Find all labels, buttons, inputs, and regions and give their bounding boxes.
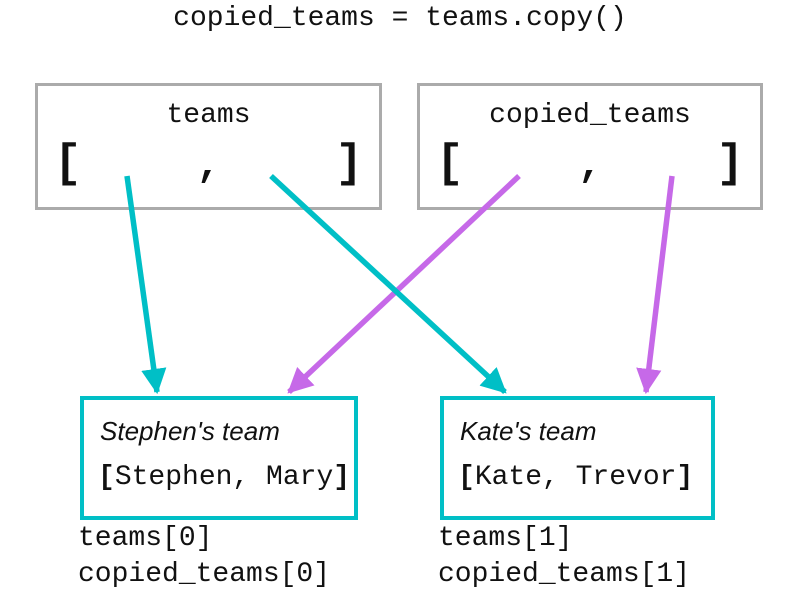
copied-teams-variable-box: copied_teams [ , ]: [417, 83, 763, 210]
copied-teams-variable-label: copied_teams: [489, 100, 691, 131]
ref-label-copied-teams-0: copied_teams[0]: [78, 559, 331, 590]
team-members: Kate, Trevor: [474, 462, 677, 493]
close-bracket: ]: [716, 138, 744, 190]
close-bracket: ]: [333, 462, 351, 493]
close-bracket: ]: [335, 138, 363, 190]
teams-list-brackets: [ , ]: [38, 138, 379, 193]
stephens-team-name: Stephen's team: [100, 416, 280, 446]
kates-team-list: [Kate, Trevor]: [444, 460, 711, 496]
open-bracket: [: [54, 138, 82, 190]
kates-team-name: Kate's team: [460, 416, 597, 446]
stephens-team-box: Stephen's team [Stephen, Mary]: [80, 396, 358, 520]
open-bracket: [: [458, 462, 475, 493]
teams-variable-label: teams: [166, 100, 251, 131]
comma-separator: ,: [577, 144, 602, 189]
copied-teams-list-brackets: [ , ]: [420, 138, 760, 193]
ref-label-copied-teams-1: copied_teams[1]: [438, 559, 691, 590]
teams-variable-box: teams [ , ]: [35, 83, 382, 210]
ref-label-teams-1: teams[1]: [438, 523, 573, 554]
open-bracket: [: [98, 462, 115, 493]
team-members: Stephen, Mary: [114, 462, 334, 493]
kates-team-box: Kate's team [Kate, Trevor]: [440, 396, 715, 520]
comma-separator: ,: [196, 144, 221, 189]
close-bracket: ]: [676, 462, 694, 493]
open-bracket: [: [436, 138, 464, 190]
ref-label-teams-0: teams[0]: [78, 523, 213, 554]
code-title: copied_teams = teams.copy(): [173, 3, 627, 34]
stephens-team-list: [Stephen, Mary]: [84, 460, 354, 496]
